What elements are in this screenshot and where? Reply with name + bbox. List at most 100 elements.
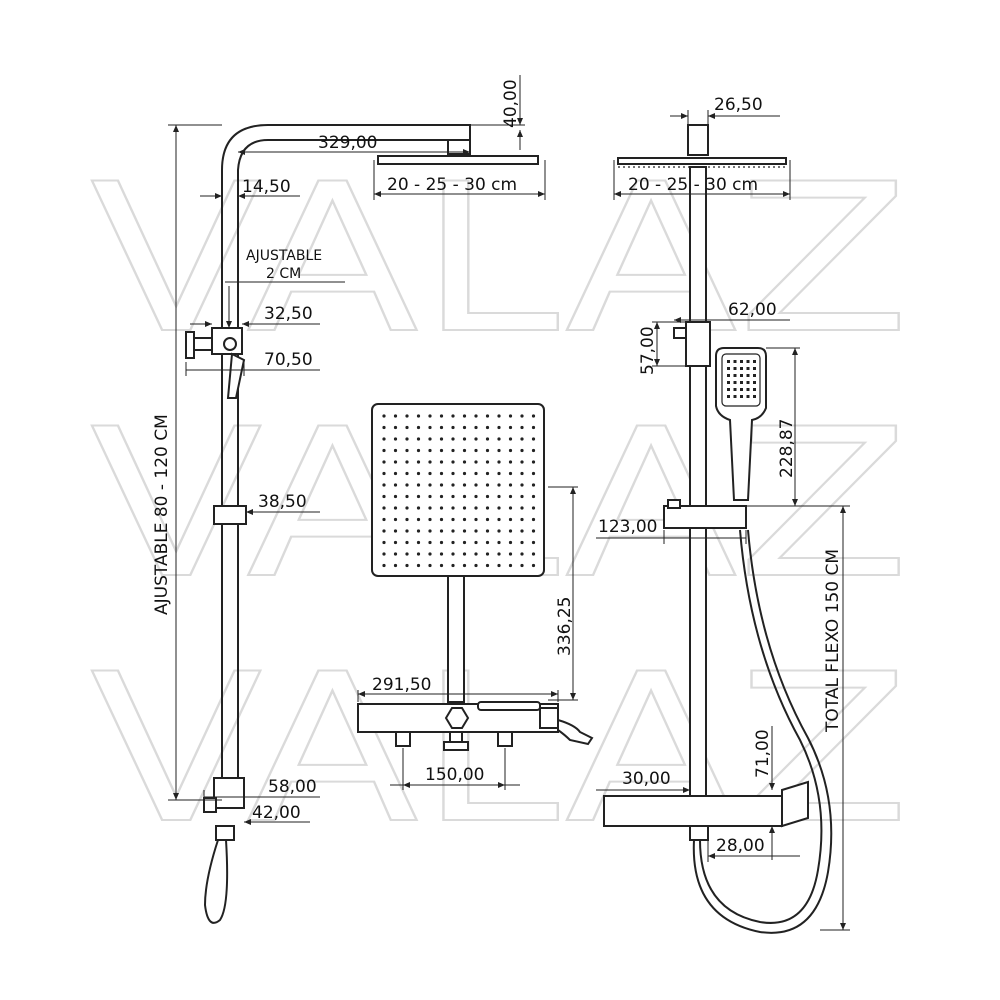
nozzle-dot bbox=[508, 471, 513, 476]
nozzle-dot bbox=[462, 506, 467, 510]
nozzle-dot bbox=[451, 471, 455, 476]
nozzle-dot bbox=[439, 517, 444, 522]
nozzle-dot bbox=[451, 414, 455, 418]
nozzle-dot bbox=[497, 414, 501, 418]
bottom-connector bbox=[213, 777, 245, 809]
nozzle-dot bbox=[416, 425, 421, 430]
rain-head-side bbox=[377, 155, 539, 165]
nozzle-dot bbox=[485, 437, 490, 441]
nozzle-dot bbox=[428, 414, 432, 418]
nozzle-dot bbox=[428, 563, 432, 568]
hand-nozzle bbox=[727, 381, 730, 384]
holder-dial bbox=[185, 331, 195, 359]
nozzle-dot bbox=[382, 540, 386, 545]
nozzle-dot bbox=[393, 483, 398, 487]
head-height-label: 40,00 bbox=[501, 79, 521, 128]
nozzle-dot bbox=[382, 471, 386, 476]
nozzle-dot bbox=[462, 414, 467, 418]
nozzle-dot bbox=[508, 529, 513, 533]
nozzle-dot bbox=[382, 529, 386, 533]
nozzle-dot bbox=[405, 471, 409, 476]
nozzle-dot bbox=[428, 494, 432, 499]
nozzle-dot bbox=[393, 517, 398, 522]
nozzle-dot bbox=[531, 540, 536, 545]
nozzle-dot bbox=[405, 529, 409, 533]
nozzle-dot bbox=[462, 517, 467, 522]
mixer-offset-label: 30,00 bbox=[622, 769, 671, 789]
nozzle-dot bbox=[451, 552, 455, 556]
inlet-right bbox=[497, 731, 513, 747]
nozzle-dot bbox=[451, 437, 455, 441]
nozzle-dot bbox=[416, 529, 421, 533]
nozzle-dot bbox=[416, 448, 421, 453]
nozzle-dot bbox=[485, 425, 490, 430]
nozzle-dot bbox=[405, 552, 409, 556]
hand-shower-front bbox=[715, 347, 767, 501]
nozzle-dot bbox=[485, 414, 490, 418]
nozzle-dot bbox=[382, 425, 386, 430]
nozzle-dot bbox=[531, 483, 536, 487]
nozzle-dot bbox=[393, 414, 398, 418]
nozzle-dot bbox=[439, 540, 444, 545]
nozzle-dot bbox=[462, 460, 467, 464]
nozzle-grid bbox=[382, 414, 536, 568]
holder-width-label: 62,00 bbox=[728, 300, 777, 320]
nozzle-dot bbox=[531, 563, 536, 568]
arm-length-label: 329,00 bbox=[318, 133, 377, 153]
hand-nozzle bbox=[753, 395, 756, 398]
slider-bracket bbox=[213, 505, 247, 525]
nozzle-dot bbox=[451, 494, 455, 499]
hand-nozzle bbox=[733, 381, 737, 384]
hand-nozzle bbox=[746, 374, 750, 377]
hand-nozzle bbox=[740, 374, 743, 377]
nozzle-dot bbox=[428, 529, 432, 533]
nozzle-dot bbox=[462, 563, 467, 568]
inlet-left bbox=[395, 731, 411, 747]
hand-nozzle bbox=[733, 360, 737, 363]
hand-nozzle bbox=[746, 395, 750, 398]
nozzle-dot bbox=[497, 529, 501, 533]
nozzle-dot bbox=[428, 460, 432, 464]
nozzle-dot bbox=[451, 483, 455, 487]
nozzle-dot bbox=[416, 414, 421, 418]
nozzle-dot bbox=[474, 529, 478, 533]
nozzle-dot bbox=[462, 471, 467, 476]
hand-nozzle bbox=[727, 395, 730, 398]
hand-nozzle bbox=[746, 388, 750, 391]
nozzle-dot bbox=[428, 448, 432, 453]
nozzle-dot bbox=[520, 552, 524, 556]
nozzle-dot bbox=[451, 506, 455, 510]
nozzle-dot bbox=[497, 540, 501, 545]
nozzle-dot bbox=[497, 437, 501, 441]
nozzle-dot bbox=[508, 425, 513, 430]
nozzle-dot bbox=[393, 437, 398, 441]
nozzle-dot bbox=[508, 460, 513, 464]
nozzle-dot bbox=[451, 425, 455, 430]
nozzle-dot bbox=[474, 563, 478, 568]
nozzle-dot bbox=[393, 506, 398, 510]
mixer-width-label: 291,50 bbox=[372, 675, 431, 695]
nozzle-dot bbox=[474, 483, 478, 487]
nozzle-dot bbox=[520, 471, 524, 476]
nozzle-dot bbox=[508, 437, 513, 441]
nozzle-dot bbox=[497, 460, 501, 464]
nozzle-dot bbox=[485, 483, 490, 487]
nozzle-dot bbox=[462, 448, 467, 453]
hand-shower-nozzles bbox=[727, 360, 756, 398]
nozzle-dot bbox=[474, 471, 478, 476]
spout-height-label: 71,00 bbox=[753, 729, 773, 778]
nozzle-dot bbox=[462, 437, 467, 441]
nozzle-dot bbox=[508, 483, 513, 487]
nozzle-dot bbox=[451, 460, 455, 464]
hose-length-label: TOTAL FLEXO 150 CM bbox=[823, 549, 843, 733]
connector-depth-label: 58,00 bbox=[268, 777, 317, 797]
nozzle-dot bbox=[428, 540, 432, 545]
adjustable-label-line-1: AJUSTABLE bbox=[246, 248, 322, 264]
nozzle-dot bbox=[497, 448, 501, 453]
nozzle-dot bbox=[405, 494, 409, 499]
mixer-front bbox=[603, 795, 783, 827]
top-view: 336,25 291,50 150,00 bbox=[357, 403, 594, 790]
nozzle-dot bbox=[439, 494, 444, 499]
nozzle-dot bbox=[462, 425, 467, 430]
nozzle-dot bbox=[382, 448, 386, 453]
